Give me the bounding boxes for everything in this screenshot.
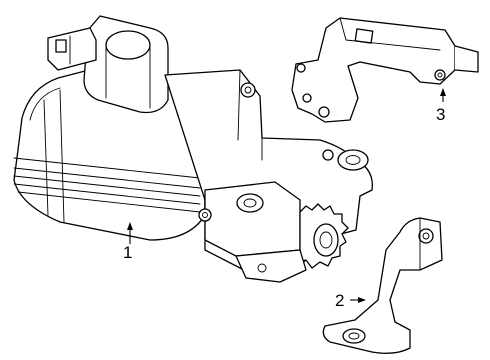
callout-label-1: 1 [123,243,132,262]
lower-bracket [322,217,443,354]
callout-2: 2 [335,291,366,310]
starter-motor-assembly [13,15,373,283]
upper-bracket [291,17,479,123]
callout-3: 3 [436,88,446,124]
callout-label-2: 2 [335,291,344,310]
pinion-gear [299,203,349,269]
callout-label-3: 3 [436,105,445,124]
callout-1: 1 [123,222,133,262]
